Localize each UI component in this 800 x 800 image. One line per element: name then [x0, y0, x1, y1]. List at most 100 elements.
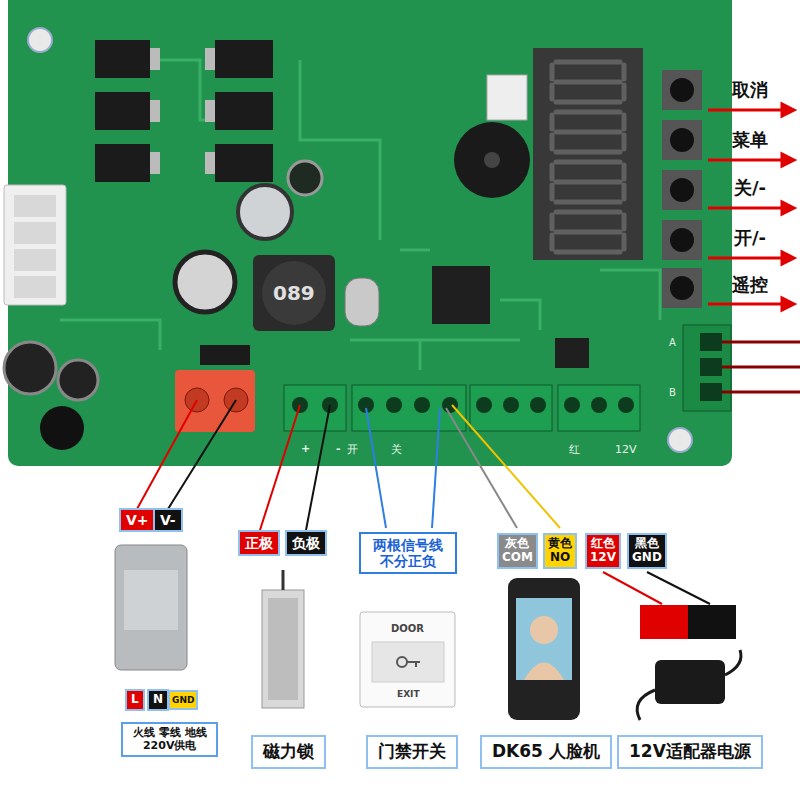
mosfet — [95, 40, 150, 78]
capacitor — [58, 360, 98, 400]
push-button — [662, 220, 702, 260]
face-image — [524, 663, 564, 681]
silkscreen-text: - — [336, 443, 341, 455]
wire — [722, 366, 800, 369]
arrow-head — [782, 154, 794, 166]
arrow-head — [782, 252, 794, 264]
terminal-screws — [292, 397, 634, 413]
terminal-hole — [700, 358, 722, 376]
push-button — [662, 120, 702, 160]
node-text: 磁力锁 — [263, 742, 314, 762]
blue-wire — [366, 408, 386, 528]
node-text: 红色 — [591, 537, 615, 551]
trace — [400, 250, 540, 330]
mains-tag: L — [125, 689, 145, 711]
mosfet-tab — [205, 152, 215, 174]
buzzer — [454, 122, 530, 198]
button-label: 关/- — [734, 178, 766, 198]
silkscreen-text: 12V — [615, 444, 637, 456]
mosfet — [95, 92, 150, 130]
node-text: 黄色 — [548, 537, 572, 551]
screw — [530, 397, 546, 413]
mosfet-tab — [205, 100, 215, 122]
mosfets — [95, 40, 273, 182]
capacitor — [175, 252, 235, 312]
button-cap — [670, 276, 694, 300]
wire-color-tag: 黑色GND — [627, 533, 667, 569]
silkscreen-text: A — [669, 337, 676, 348]
black-wire-block — [688, 605, 736, 639]
button-cap — [670, 178, 694, 202]
node-text: 负极 — [292, 535, 320, 551]
red-wire — [137, 400, 197, 509]
trace — [350, 340, 520, 370]
face-screen — [516, 598, 572, 680]
blue-wire — [432, 408, 440, 528]
button-label: 菜单 — [732, 130, 768, 150]
mcu-chip — [432, 266, 490, 324]
node-text: V+ — [126, 512, 149, 528]
inductor-core — [262, 261, 326, 325]
mount-hole — [668, 428, 692, 452]
node-text: 灰色 — [505, 537, 529, 551]
mosfet-tab — [205, 48, 215, 70]
caption-box: 磁力锁 — [251, 735, 326, 769]
yellow-wire — [452, 405, 560, 528]
terminal-hole — [700, 383, 722, 401]
caption-box: 门禁开关 — [366, 735, 458, 769]
wires — [137, 400, 710, 604]
caption-box: DK65 人脸机 — [480, 735, 612, 769]
button-cap — [670, 78, 694, 102]
varistor — [40, 406, 84, 450]
silkscreen-text: 开 — [347, 444, 358, 456]
trace — [600, 270, 660, 320]
arrow-line — [708, 257, 784, 260]
voltage-tag: V- — [153, 508, 183, 532]
polarity-tag: 负极 — [285, 530, 327, 556]
screw — [476, 397, 492, 413]
digit — [552, 62, 624, 102]
lock-face — [268, 598, 298, 700]
red-wire-block — [640, 605, 688, 639]
screw — [618, 397, 634, 413]
trace — [60, 320, 160, 350]
screw — [564, 397, 580, 413]
face-terminal — [508, 578, 580, 720]
arrow-line — [708, 109, 784, 112]
wire-color-tag: 黄色NO — [543, 533, 577, 569]
power-terminal — [175, 370, 255, 432]
node-text: V- — [160, 512, 176, 528]
digit — [552, 212, 624, 252]
diode — [200, 345, 250, 365]
node-text: 两根信号线 不分正负 — [369, 537, 447, 569]
node-text: GND — [172, 695, 194, 705]
crystal — [345, 278, 379, 326]
black-wire — [647, 572, 710, 604]
inductor-marking: 089 — [273, 282, 315, 304]
mosfet — [215, 144, 273, 182]
wire — [722, 391, 800, 394]
node-text: NO — [550, 551, 570, 565]
black-wire — [306, 405, 330, 530]
black-wire — [168, 400, 236, 509]
arrow-line — [708, 303, 784, 306]
button-arrows — [708, 104, 794, 310]
red-wire — [603, 572, 662, 604]
mosfet — [215, 92, 273, 130]
push-button — [662, 170, 702, 210]
screw — [386, 397, 402, 413]
wire-color-tag: 红色12V — [585, 533, 621, 569]
mosfet-tab — [150, 48, 160, 70]
green-terminals — [284, 385, 640, 431]
node-text: 火线 零线 地线 220V供电 — [129, 727, 210, 752]
ic-chip — [555, 338, 589, 368]
connector-slot — [14, 222, 56, 244]
capacitor — [288, 161, 322, 195]
key-icon — [397, 657, 407, 667]
power-supply — [115, 545, 187, 670]
node-text: L — [131, 693, 139, 707]
voltage-tag: V+ — [119, 508, 156, 532]
switch-button — [372, 642, 444, 682]
display-digits — [552, 62, 624, 252]
